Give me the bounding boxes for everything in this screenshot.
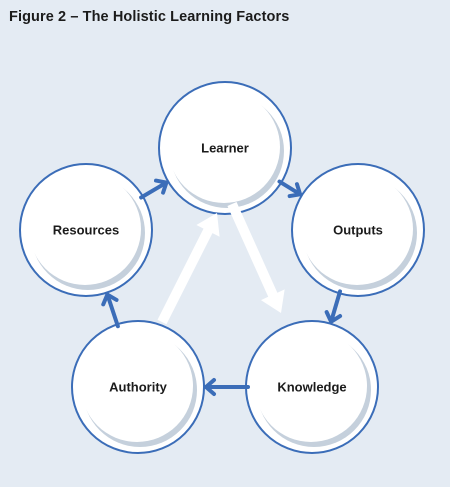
arrow-shaft xyxy=(139,180,169,200)
arrow-head xyxy=(153,178,169,195)
node-disc xyxy=(81,330,193,442)
figure-title: Figure 2 – The Holistic Learning Factors xyxy=(9,9,290,25)
arrow-head xyxy=(101,292,119,307)
arrow-learner-to-outputs xyxy=(277,179,303,199)
node-disc xyxy=(301,173,413,285)
arrow-knowledge-to-authority xyxy=(204,378,250,396)
flow-arrow-learner-to-knowledge xyxy=(227,201,285,313)
cycle-arrows-layer xyxy=(101,178,343,396)
arrow-head xyxy=(287,182,303,199)
arrow-outputs-to-knowledge xyxy=(324,289,343,324)
node-label: Outputs xyxy=(333,223,383,238)
node-label: Knowledge xyxy=(277,380,346,395)
arrow-shaft xyxy=(277,179,303,197)
flow-arrows-layer xyxy=(157,201,285,325)
arrow-head xyxy=(204,378,216,396)
arrow-resources-to-learner xyxy=(139,178,169,200)
node-label: Learner xyxy=(201,141,249,156)
node-disc xyxy=(29,173,141,285)
arrow-shaft xyxy=(105,292,120,329)
node-disc xyxy=(255,330,367,442)
node-resources xyxy=(19,163,153,297)
flow-arrow-authority-to-learner xyxy=(157,213,220,325)
arrow-authority-to-resources xyxy=(101,292,120,329)
arrow-head xyxy=(324,310,343,324)
node-label: Resources xyxy=(53,223,119,238)
arrow-shaft xyxy=(329,289,343,324)
node-learner xyxy=(158,81,292,215)
node-knowledge xyxy=(245,320,379,454)
node-outputs xyxy=(291,163,425,297)
node-disc xyxy=(168,91,280,203)
nodes-layer xyxy=(19,81,425,454)
node-label: Authority xyxy=(109,380,168,395)
